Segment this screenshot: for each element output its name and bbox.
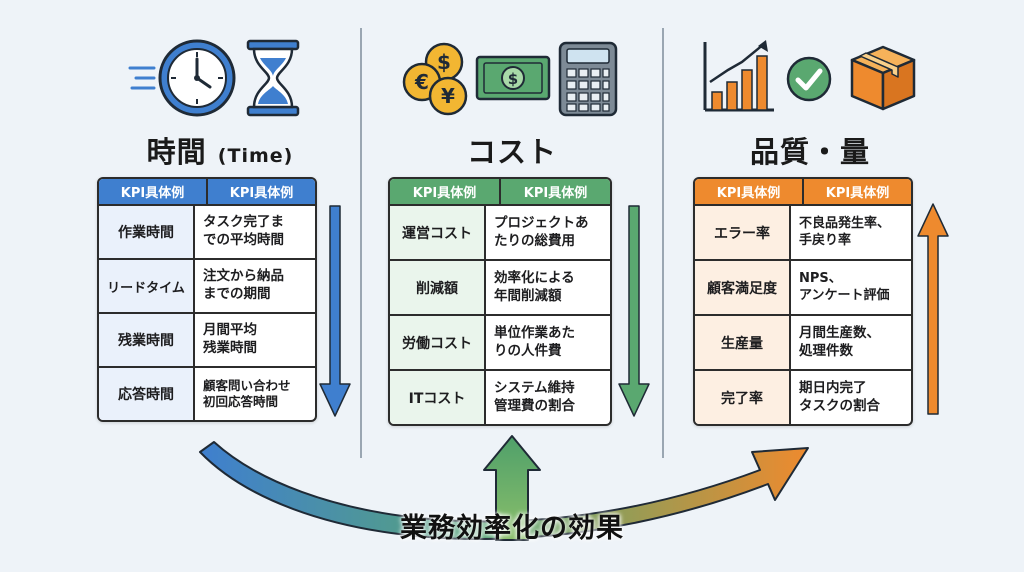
column-title-cost: コスト [412,129,612,171]
table-header: KPI具体例 KPI具体例 [695,179,911,204]
kpi-description: 顧客問い合わせ 初回応答時間 [203,377,291,409]
kpi-name: 残業時間 [99,314,195,366]
kpi-description: 注文から納品 までの期間 [203,268,284,302]
calculator-icon [558,41,618,117]
kpi-name: ITコスト [390,371,486,424]
title-subtitle: (Time) [217,145,294,167]
arrow-up-icon [917,203,949,415]
table-row: 運営コスト プロジェクトあ たりの総費用 [390,204,610,259]
header-cell: KPI具体例 [99,179,208,204]
table-row: 削減額 効率化による 年間削減額 [390,259,610,314]
table-row: 作業時間 タスク完了ま での平均時間 [99,204,315,258]
svg-text:$: $ [508,70,518,88]
checkmark-icon [786,56,832,102]
bar-chart-icon [703,40,774,112]
box-icon [850,45,916,111]
divider-right [662,28,664,458]
kpi-name: エラー率 [695,206,791,259]
kpi-description: プロジェクトあ たりの総費用 [494,214,589,249]
kpi-table-time: KPI具体例 KPI具体例 作業時間 タスク完了ま での平均時間 リードタイム … [97,177,317,422]
kpi-description: 効率化による 年間削減額 [494,269,575,304]
table-row: 生産量 月間生産数、 処理件数 [695,314,911,369]
divider-left [360,28,362,458]
kpi-name: 作業時間 [99,206,195,258]
coin-yen-symbol: ¥ [441,84,455,108]
table-row: 労働コスト 単位作業あた りの人件費 [390,314,610,369]
table-header: KPI具体例 KPI具体例 [390,179,610,204]
kpi-name: 生産量 [695,316,791,369]
arrow-down-icon [319,205,351,417]
kpi-name: リードタイム [99,260,195,312]
header-cell: KPI具体例 [825,186,890,201]
table-row: 顧客満足度 NPS、 アンケート評価 [695,259,911,314]
table-row: エラー率 不良品発生率、 手戻り率 [695,204,911,259]
kpi-description: NPS、 アンケート評価 [799,270,890,303]
table-row: リードタイム 注文から納品 までの期間 [99,258,315,312]
hourglass-icon [246,39,300,117]
kpi-name: 顧客満足度 [695,261,791,314]
kpi-description: 月間平均 残業時間 [203,322,257,356]
kpi-table-quality: KPI具体例 KPI具体例 エラー率 不良品発生率、 手戻り率 顧客満足度 NP… [693,177,913,426]
title-text: 品質・量 [749,135,870,169]
kpi-name: 完了率 [695,371,791,424]
header-cell: KPI具体例 [229,186,294,201]
coin-dollar-symbol: $ [437,50,451,74]
table-header: KPI具体例 KPI具体例 [99,179,315,204]
title-text: コスト [466,135,557,169]
kpi-description: 単位作業あた りの人件費 [494,324,575,359]
effect-banner: 業務効率化の効果 [400,513,624,544]
banknote-icon: $ [475,55,551,101]
kpi-description: 不良品発生率、 手戻り率 [799,215,891,248]
title-text: 時間 [146,135,207,169]
header-cell: KPI具体例 [695,179,804,204]
kpi-name: 応答時間 [99,368,195,420]
kpi-description: 期日内完了 タスクの割合 [799,379,880,414]
kpi-name: 運営コスト [390,206,486,259]
speed-lines-icon [128,66,156,90]
column-title-quality: 品質・量 [710,129,910,171]
coin-euro-symbol: € [414,70,429,94]
clock-icon [158,39,236,117]
kpi-description: タスク完了ま での平均時間 [203,214,284,248]
header-cell: KPI具体例 [390,179,501,204]
kpi-name: 労働コスト [390,316,486,369]
table-row: 完了率 期日内完了 タスクの割合 [695,369,911,424]
table-row: ITコスト システム維持 管理費の割合 [390,369,610,424]
kpi-description: 月間生産数、 処理件数 [799,324,880,359]
table-row: 残業時間 月間平均 残業時間 [99,312,315,366]
header-cell: KPI具体例 [523,186,588,201]
arrow-down-icon [618,205,650,417]
column-title-time: 時間 (Time) [120,129,320,171]
kpi-description: システム維持 管理費の割合 [494,379,575,414]
kpi-name: 削減額 [390,261,486,314]
coins-icon: $ € ¥ [402,42,468,116]
kpi-table-cost: KPI具体例 KPI具体例 運営コスト プロジェクトあ たりの総費用 削減額 効… [388,177,612,426]
table-row: 応答時間 顧客問い合わせ 初回応答時間 [99,366,315,420]
